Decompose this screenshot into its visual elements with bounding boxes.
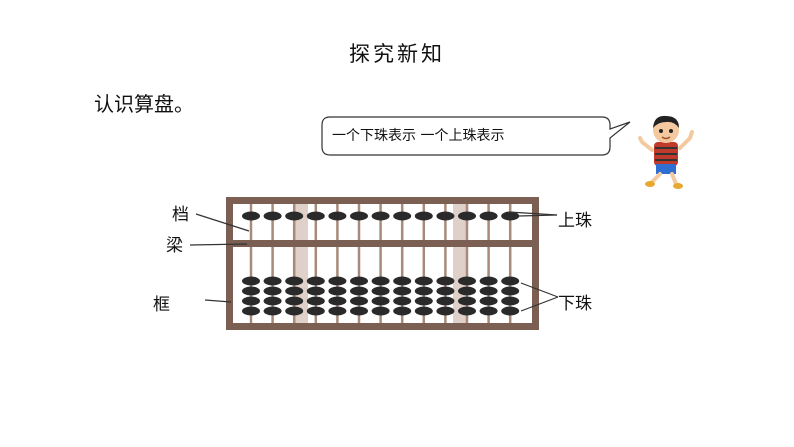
- lower-bead: [458, 306, 476, 316]
- upper-bead: [328, 211, 347, 221]
- lower-bead: [328, 276, 347, 286]
- upper-bead-pointer-line: [508, 211, 558, 216]
- lower-bead: [479, 286, 498, 296]
- lower-bead: [414, 306, 433, 316]
- lower-bead: [393, 306, 412, 316]
- lower-bead: [436, 276, 455, 286]
- lower-bead: [479, 276, 498, 286]
- upper-bead: [436, 211, 455, 221]
- lower-bead: [328, 286, 347, 296]
- lower-bead: [306, 286, 325, 296]
- lower-bead: [350, 296, 368, 306]
- lower-bead: [306, 296, 325, 306]
- lower-bead: [436, 286, 455, 296]
- lower-bead: [414, 296, 433, 306]
- upper-bead: [479, 211, 498, 221]
- upper-bead: [242, 211, 260, 221]
- lower-bead: [285, 286, 304, 296]
- lower-bead: [263, 306, 282, 316]
- lower-bead: [501, 276, 520, 286]
- lower-bead: [458, 296, 476, 306]
- upper-bead: [393, 211, 412, 221]
- beam-pointer-line: [189, 243, 248, 246]
- beam-label: 梁: [166, 236, 183, 256]
- upper-bead-label: 上珠: [558, 211, 592, 231]
- lower-bead: [371, 286, 390, 296]
- upper-bead: [458, 211, 476, 221]
- bubble-text: 一个下珠表示 一个上珠表示: [332, 128, 505, 144]
- lower-bead: [458, 286, 476, 296]
- boy-character-icon: [638, 115, 694, 189]
- lower-bead: [285, 306, 304, 316]
- lower-bead: [285, 296, 304, 306]
- lower-bead: [306, 276, 325, 286]
- lower-bead-pointer-line: [520, 282, 559, 298]
- lower-bead: [414, 276, 433, 286]
- lower-bead-pointer-line: [520, 296, 559, 312]
- lower-bead: [371, 296, 390, 306]
- speech-bubble: 一个下珠表示 一个上珠表示: [320, 116, 631, 156]
- lower-bead: [414, 286, 433, 296]
- lower-bead: [328, 296, 347, 306]
- frame-label: 框: [153, 295, 170, 315]
- lower-bead: [436, 296, 455, 306]
- frame-pointer-line: [204, 299, 232, 303]
- upper-bead: [501, 211, 520, 221]
- lower-bead: [242, 286, 260, 296]
- lower-bead: [458, 276, 476, 286]
- lower-bead: [479, 296, 498, 306]
- upper-bead: [306, 211, 325, 221]
- lower-bead: [393, 286, 412, 296]
- abacus-beam: [233, 240, 532, 247]
- lower-bead: [479, 306, 498, 316]
- lower-bead: [371, 276, 390, 286]
- lower-bead: [242, 306, 260, 316]
- section-heading: 认识算盘。: [94, 92, 194, 116]
- lower-bead: [371, 306, 390, 316]
- page-title: 探究新知: [349, 42, 445, 66]
- upper-bead: [263, 211, 282, 221]
- lower-bead-label: 下珠: [558, 294, 592, 314]
- upper-bead: [371, 211, 390, 221]
- lower-bead: [393, 276, 412, 286]
- upper-bead: [350, 211, 368, 221]
- upper-bead: [285, 211, 304, 221]
- lower-bead: [436, 306, 455, 316]
- lower-bead: [263, 286, 282, 296]
- lower-bead: [501, 286, 520, 296]
- lower-bead: [242, 296, 260, 306]
- lower-bead: [501, 296, 520, 306]
- lower-bead: [350, 306, 368, 316]
- lower-bead: [306, 306, 325, 316]
- lower-bead: [242, 276, 260, 286]
- lower-bead: [263, 276, 282, 286]
- lower-bead: [393, 296, 412, 306]
- lower-bead: [263, 296, 282, 306]
- rod-pointer-line: [195, 213, 250, 232]
- lower-bead: [501, 306, 520, 316]
- lower-bead: [350, 286, 368, 296]
- upper-bead: [414, 211, 433, 221]
- lower-bead: [328, 306, 347, 316]
- rod-label: 档: [172, 205, 189, 225]
- lower-bead: [285, 276, 304, 286]
- lower-bead: [350, 276, 368, 286]
